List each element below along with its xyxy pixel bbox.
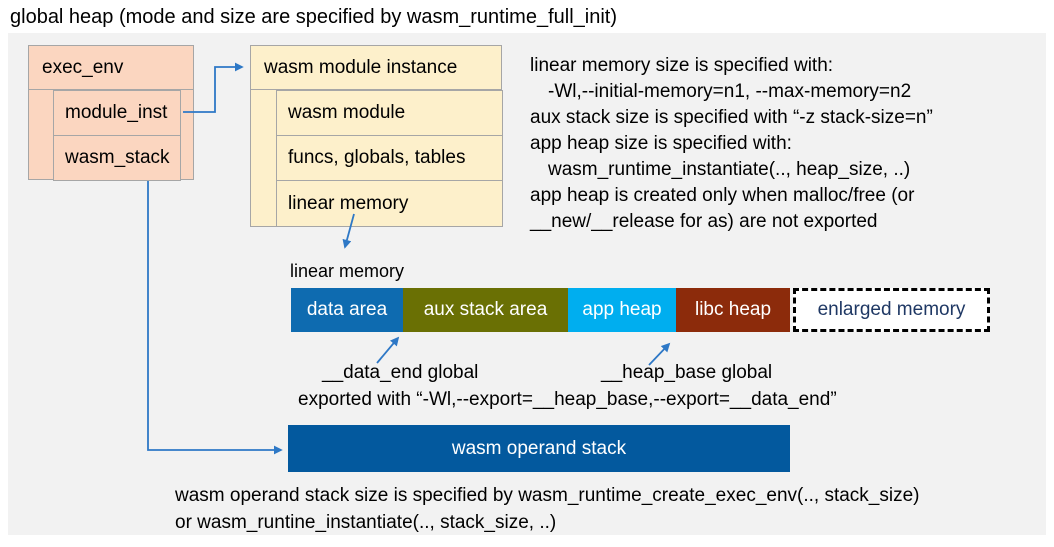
note-line: app heap size is specified with: [530, 133, 792, 154]
note-line: __new/__release for as) are not exported [530, 211, 878, 232]
heap-base-global-label: __heap_base global [601, 362, 773, 383]
segment-aux-stack-area: aux stack area [403, 288, 568, 332]
exported-with-line: exported with “-Wl,--export=__heap_base,… [298, 389, 837, 410]
linear-memory-notes: linear memory size is specified with: -W… [530, 53, 933, 235]
linear-memory-bar-label: linear memory [290, 261, 405, 281]
diagram-title: global heap (mode and size are specified… [10, 6, 617, 28]
note-line: aux stack size is specified with “-z sta… [530, 107, 933, 128]
data-end-global-label: __data_end global [322, 362, 479, 383]
note-line: app heap is created only when malloc/fre… [530, 185, 915, 206]
note-line: linear memory size is specified with: [530, 55, 834, 76]
module-instance-child-wasm-module: wasm module [276, 90, 503, 136]
module-instance-child-linear-memory: linear memory [276, 180, 503, 227]
exec-env-child-module-inst: module_inst [53, 90, 181, 136]
exec-env-box: exec_env module_inst wasm_stack [28, 45, 194, 181]
module-instance-header: wasm module instance [251, 46, 501, 90]
segment-libc-heap: libc heap [676, 288, 790, 332]
note-line: wasm operand stack size is specified by … [175, 485, 920, 506]
segment-data-area: data area [291, 288, 403, 332]
segment-app-heap: app heap [568, 288, 676, 332]
exec-env-child-wasm-stack: wasm_stack [53, 135, 181, 181]
note-line: or wasm_runtine_instantiate(.., stack_si… [175, 512, 557, 533]
note-line: wasm_runtime_instantiate(.., heap_size, … [548, 159, 911, 180]
wasm-operand-stack-bar: wasm operand stack [288, 425, 790, 472]
operand-stack-notes: wasm operand stack size is specified by … [175, 482, 920, 536]
note-line: -Wl,--initial-memory=n1, --max-memory=n2 [548, 81, 912, 102]
module-instance-child-funcs-globals-tables: funcs, globals, tables [276, 135, 503, 181]
segment-enlarged-memory: enlarged memory [793, 288, 990, 332]
module-instance-box: wasm module instance wasm module funcs, … [250, 45, 503, 227]
exec-env-header: exec_env [29, 46, 193, 90]
